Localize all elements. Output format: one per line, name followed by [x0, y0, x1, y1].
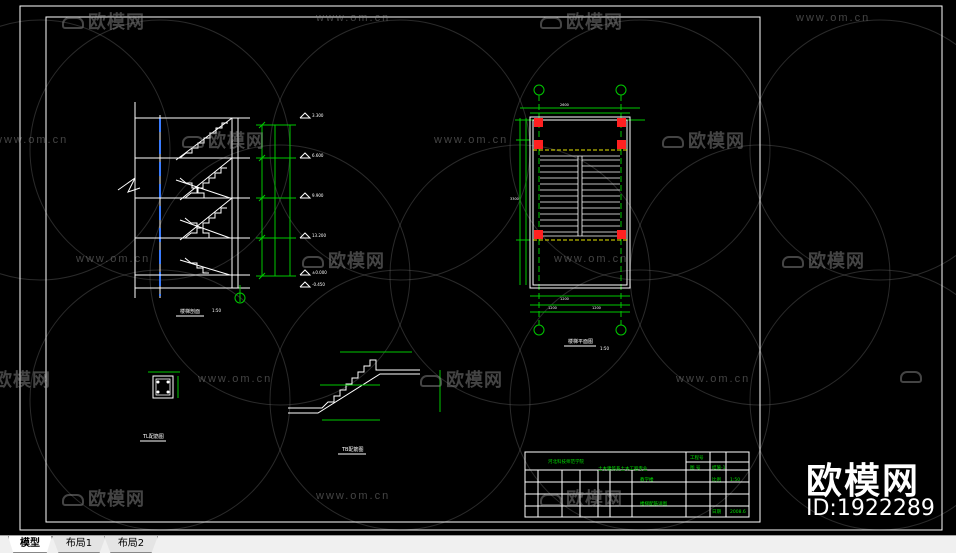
tb-row3: 结施-1 — [712, 464, 726, 471]
tab-layout1[interactable]: 布局1 — [52, 536, 106, 553]
plan-title: 楼梯平面图 — [568, 338, 593, 345]
tb-project: 教学楼 — [640, 476, 654, 483]
tab-model[interactable]: 模型 — [8, 536, 52, 553]
tb-slab-detail[interactable]: TB配筋图 — [288, 351, 441, 455]
plan-dim-text: 2600 — [560, 103, 569, 107]
level-text: 9.900 — [312, 193, 324, 198]
tl-title: TL配筋图 — [142, 433, 164, 440]
cad-drawing-canvas[interactable]: 3.300 6.600 9.900 13.200 ±0.000 -0.450 楼… — [0, 0, 956, 535]
drawing-name: 楼梯配筋详图 — [640, 500, 667, 507]
level-text: ±0.000 — [312, 270, 327, 275]
plan-dim-text: 1200 — [592, 306, 601, 310]
drawing-frame — [19, 5, 943, 531]
plan-dim-text: 1200 — [560, 297, 569, 301]
tb-scale-value: 1:50 — [730, 477, 740, 483]
major-name: 土木建筑系土木工程专业 — [598, 465, 648, 472]
level-text: 13.200 — [312, 233, 326, 238]
plan-scale: 1:50 — [600, 346, 609, 351]
model-id-text: ID:1922289 — [806, 496, 935, 521]
layout-tab-bar: 模型 布局1 布局2 — [0, 535, 956, 553]
section-scale: 1:50 — [212, 308, 221, 313]
stair-plan-view[interactable]: 2600 1200 1200 1200 3300 楼梯平面图 1:50 — [510, 84, 645, 351]
level-text: 6.600 — [312, 153, 324, 158]
section-title: 楼梯剖面 — [180, 308, 200, 315]
tb-date-label: 日期 — [712, 509, 721, 515]
tb-scale-label: 比例 — [712, 476, 721, 483]
tb-title: TB配筋图 — [341, 446, 364, 453]
level-text: -0.450 — [312, 282, 325, 287]
school-name: 河北科技师范学院 — [548, 458, 584, 465]
stair-section-view[interactable]: 3.300 6.600 9.900 13.200 ±0.000 -0.450 楼… — [117, 102, 327, 317]
tab-layout2[interactable]: 布局2 — [104, 536, 158, 553]
plan-dim-text: 1200 — [548, 306, 557, 310]
title-block[interactable]: 河北科技师范学院 土木建筑系土木工程专业 工程号 图 号 结施-1 教学楼 楼梯… — [524, 451, 750, 518]
level-text: 3.300 — [312, 113, 324, 118]
tb-row1: 工程号 — [690, 454, 704, 461]
brand-logo-text: 欧模网 — [806, 461, 921, 502]
tb-date-value: 2008.6 — [730, 509, 746, 515]
plan-dim-text: 3300 — [510, 197, 519, 201]
tl-beam-detail[interactable]: TL配筋图 — [140, 371, 180, 442]
tb-row2: 图 号 — [690, 465, 701, 471]
